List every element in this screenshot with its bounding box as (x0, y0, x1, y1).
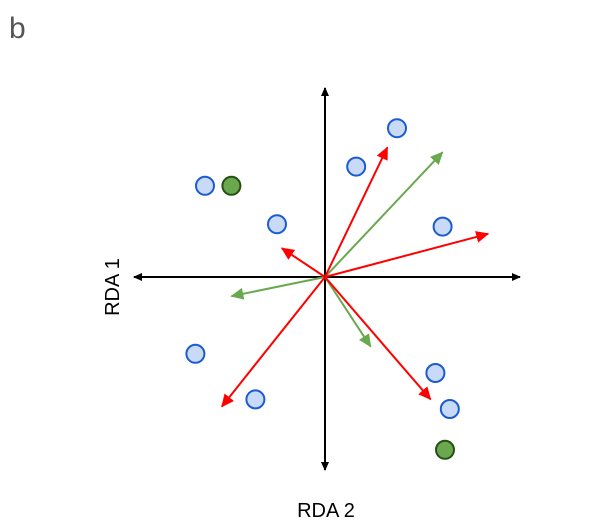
site-layer (185, 118, 460, 460)
red-vector-arrow-2 (324, 231, 490, 278)
red-vector-arrow-4 (221, 276, 326, 408)
highlighted-site-point-11 (435, 439, 455, 460)
axis-label-horizontal: RDA 2 (297, 500, 355, 522)
arrow-layer (221, 146, 490, 408)
red-vector-arrow-1 (324, 146, 389, 278)
red-vector-arrow-3 (280, 247, 326, 278)
site-point-8 (425, 363, 446, 383)
highlighted-site-point-10 (221, 175, 242, 196)
site-point-5 (432, 216, 453, 237)
site-point-2 (346, 156, 367, 177)
green-vector-arrow-2 (230, 276, 326, 300)
site-point-6 (185, 343, 206, 364)
panel-label: b (9, 12, 26, 45)
site-point-3 (195, 175, 215, 196)
green-vector-arrow-1 (324, 151, 444, 278)
site-point-1 (387, 118, 407, 139)
green-vector-arrow-3 (324, 276, 372, 348)
red-vector-arrow-5 (324, 276, 432, 401)
axis-label-vertical: RDA 1 (102, 258, 124, 316)
site-point-4 (267, 214, 287, 235)
site-point-9 (439, 399, 460, 419)
site-point-7 (245, 389, 266, 410)
